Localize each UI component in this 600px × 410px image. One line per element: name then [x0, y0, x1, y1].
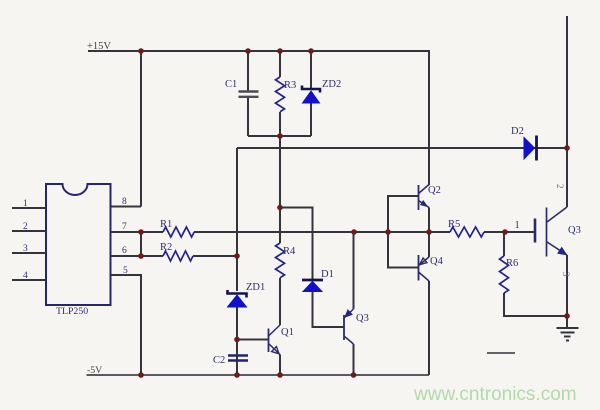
svg-text:TLP250: TLP250 [56, 306, 88, 317]
svg-text:3: 3 [561, 272, 571, 277]
svg-text:1: 1 [515, 220, 520, 231]
svg-text:Q3: Q3 [568, 225, 581, 236]
svg-text:6: 6 [122, 246, 127, 256]
svg-text:Q1: Q1 [281, 327, 294, 338]
svg-text:R3: R3 [284, 80, 296, 91]
svg-text:D2: D2 [511, 126, 524, 137]
svg-text:8: 8 [122, 197, 127, 207]
svg-text:-5V: -5V [87, 365, 102, 376]
svg-text:R5: R5 [448, 219, 460, 230]
svg-text:D1: D1 [321, 269, 334, 280]
svg-text:www.cntronics.com: www.cntronics.com [413, 384, 577, 405]
svg-text:5: 5 [123, 266, 128, 276]
svg-text:4: 4 [23, 271, 28, 281]
svg-text:ZD2: ZD2 [322, 79, 341, 90]
svg-text:C1: C1 [225, 79, 237, 90]
svg-text:R2: R2 [160, 242, 172, 253]
svg-text:Q3: Q3 [356, 313, 369, 324]
svg-text:R6: R6 [506, 258, 518, 269]
svg-text:7: 7 [122, 222, 127, 232]
svg-text:+15V: +15V [87, 41, 111, 52]
svg-text:Q4: Q4 [430, 256, 444, 267]
svg-text:C2: C2 [213, 355, 225, 366]
svg-text:R1: R1 [160, 219, 172, 230]
svg-text:ZD1: ZD1 [246, 282, 265, 293]
svg-text:2: 2 [23, 222, 28, 232]
svg-text:R4: R4 [283, 246, 296, 257]
svg-text:2: 2 [555, 184, 565, 189]
svg-text:Q2: Q2 [428, 185, 441, 196]
svg-text:1: 1 [23, 199, 28, 209]
svg-text:3: 3 [23, 244, 28, 254]
